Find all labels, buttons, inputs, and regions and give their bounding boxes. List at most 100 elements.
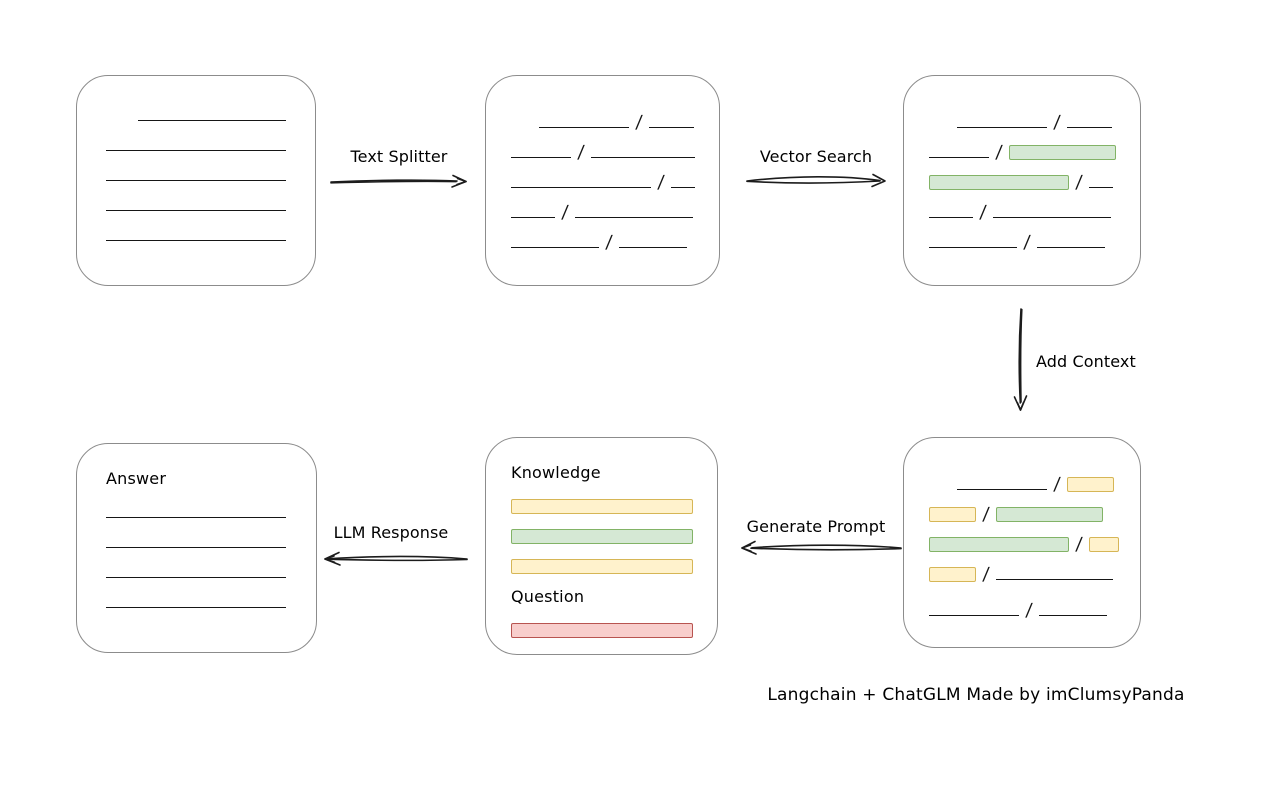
context-chunks-content: /////: [904, 438, 1140, 647]
document-content: [77, 76, 315, 285]
text-line: [106, 178, 286, 181]
content-row: [511, 512, 717, 544]
content-row: /: [929, 98, 1140, 133]
slash-separator: /: [1024, 600, 1034, 621]
text-line: [591, 155, 696, 158]
content-row: [106, 211, 315, 241]
text-line: [996, 577, 1114, 580]
llm-response-arrow: [324, 551, 468, 566]
text-line: [1089, 185, 1114, 188]
green-highlight-bar: [1009, 145, 1117, 160]
split-chunks-content: /////: [486, 76, 719, 285]
text-line: [106, 545, 286, 548]
text-line: [957, 125, 1047, 128]
content-row: [511, 542, 717, 574]
yellow-highlight-bar: [1067, 477, 1115, 492]
content-row: /: [511, 158, 719, 193]
yellow-highlight-bar: [1089, 537, 1120, 552]
yellow-highlight-bar: [929, 507, 976, 522]
text-line: [929, 613, 1019, 616]
text-line: [671, 185, 696, 188]
document-box: [76, 75, 316, 286]
vector-search-result-box: /////: [903, 75, 1141, 286]
add-context-arrow: [1013, 308, 1028, 411]
green-highlight-bar: [929, 537, 1069, 552]
add-context-label: Add Context: [1036, 352, 1136, 371]
slash-separator: /: [604, 232, 614, 253]
answer-box: Answer: [76, 443, 317, 653]
text-line: [138, 118, 286, 121]
text-line: [619, 245, 688, 248]
text-line: [106, 515, 286, 518]
content-row: [106, 488, 316, 518]
content-row: [511, 482, 717, 514]
text-line: [993, 215, 1112, 218]
node-label: Answer: [106, 469, 167, 488]
node-label: Question: [511, 587, 585, 606]
content-row: [106, 548, 316, 578]
text-line: [929, 245, 1017, 248]
vector-search-result-content: /////: [904, 76, 1140, 285]
text-line: [929, 155, 989, 158]
text-line: [511, 155, 571, 158]
content-row: /: [929, 520, 1140, 555]
text-line: [1067, 125, 1113, 128]
content-row: [106, 151, 315, 181]
text-line: [511, 215, 555, 218]
text-line: [649, 125, 695, 128]
green-highlight-bar: [996, 507, 1104, 522]
text-line: [511, 185, 651, 188]
content-row: /: [929, 460, 1140, 495]
content-row: /: [929, 550, 1140, 585]
content-row: /: [929, 490, 1140, 525]
yellow-highlight-bar: [511, 499, 693, 514]
content-row: /: [511, 128, 719, 163]
content-row: [106, 518, 316, 548]
content-row: /: [511, 218, 719, 253]
green-highlight-bar: [511, 529, 693, 544]
split-chunks-box: /////: [485, 75, 720, 286]
content-row: [511, 606, 717, 638]
content-row: [106, 121, 315, 151]
vector-search-arrow: [746, 173, 886, 188]
text-line: [106, 148, 286, 151]
text-splitter-arrow: [330, 174, 467, 188]
text-line: [957, 487, 1047, 490]
red-highlight-bar: [511, 623, 693, 638]
text-line: [1037, 245, 1106, 248]
diagram-caption: Langchain + ChatGLM Made by imClumsyPand…: [767, 685, 1185, 705]
content-row: /: [929, 218, 1140, 253]
text-line: [106, 208, 286, 211]
answer-content: Answer: [77, 444, 316, 652]
green-highlight-bar: [929, 175, 1069, 190]
content-row: /: [929, 580, 1140, 621]
text-line: [1039, 613, 1108, 616]
content-row: /: [929, 188, 1140, 223]
yellow-highlight-bar: [511, 559, 693, 574]
content-row: /: [511, 188, 719, 223]
content-row: /: [511, 98, 719, 133]
context-chunks-box: /////: [903, 437, 1141, 648]
text-line: [575, 215, 694, 218]
text-line: [106, 605, 286, 608]
generate-prompt-label: Generate Prompt: [746, 517, 886, 536]
text-line: [106, 238, 286, 241]
text-line: [511, 245, 599, 248]
generate-prompt-arrow: [741, 540, 902, 555]
text-line: [106, 575, 286, 578]
slash-separator: /: [1022, 232, 1032, 253]
content-row: [106, 578, 316, 608]
text-splitter-label: Text Splitter: [350, 147, 448, 166]
content-row: /: [929, 158, 1140, 193]
vector-search-label: Vector Search: [759, 147, 873, 166]
content-row: [106, 91, 315, 121]
text-line: [539, 125, 629, 128]
node-label: Knowledge: [511, 463, 601, 482]
llm-response-label: LLM Response: [333, 523, 449, 542]
text-line: [929, 215, 973, 218]
yellow-highlight-bar: [929, 567, 976, 582]
content-row: /: [929, 128, 1140, 163]
